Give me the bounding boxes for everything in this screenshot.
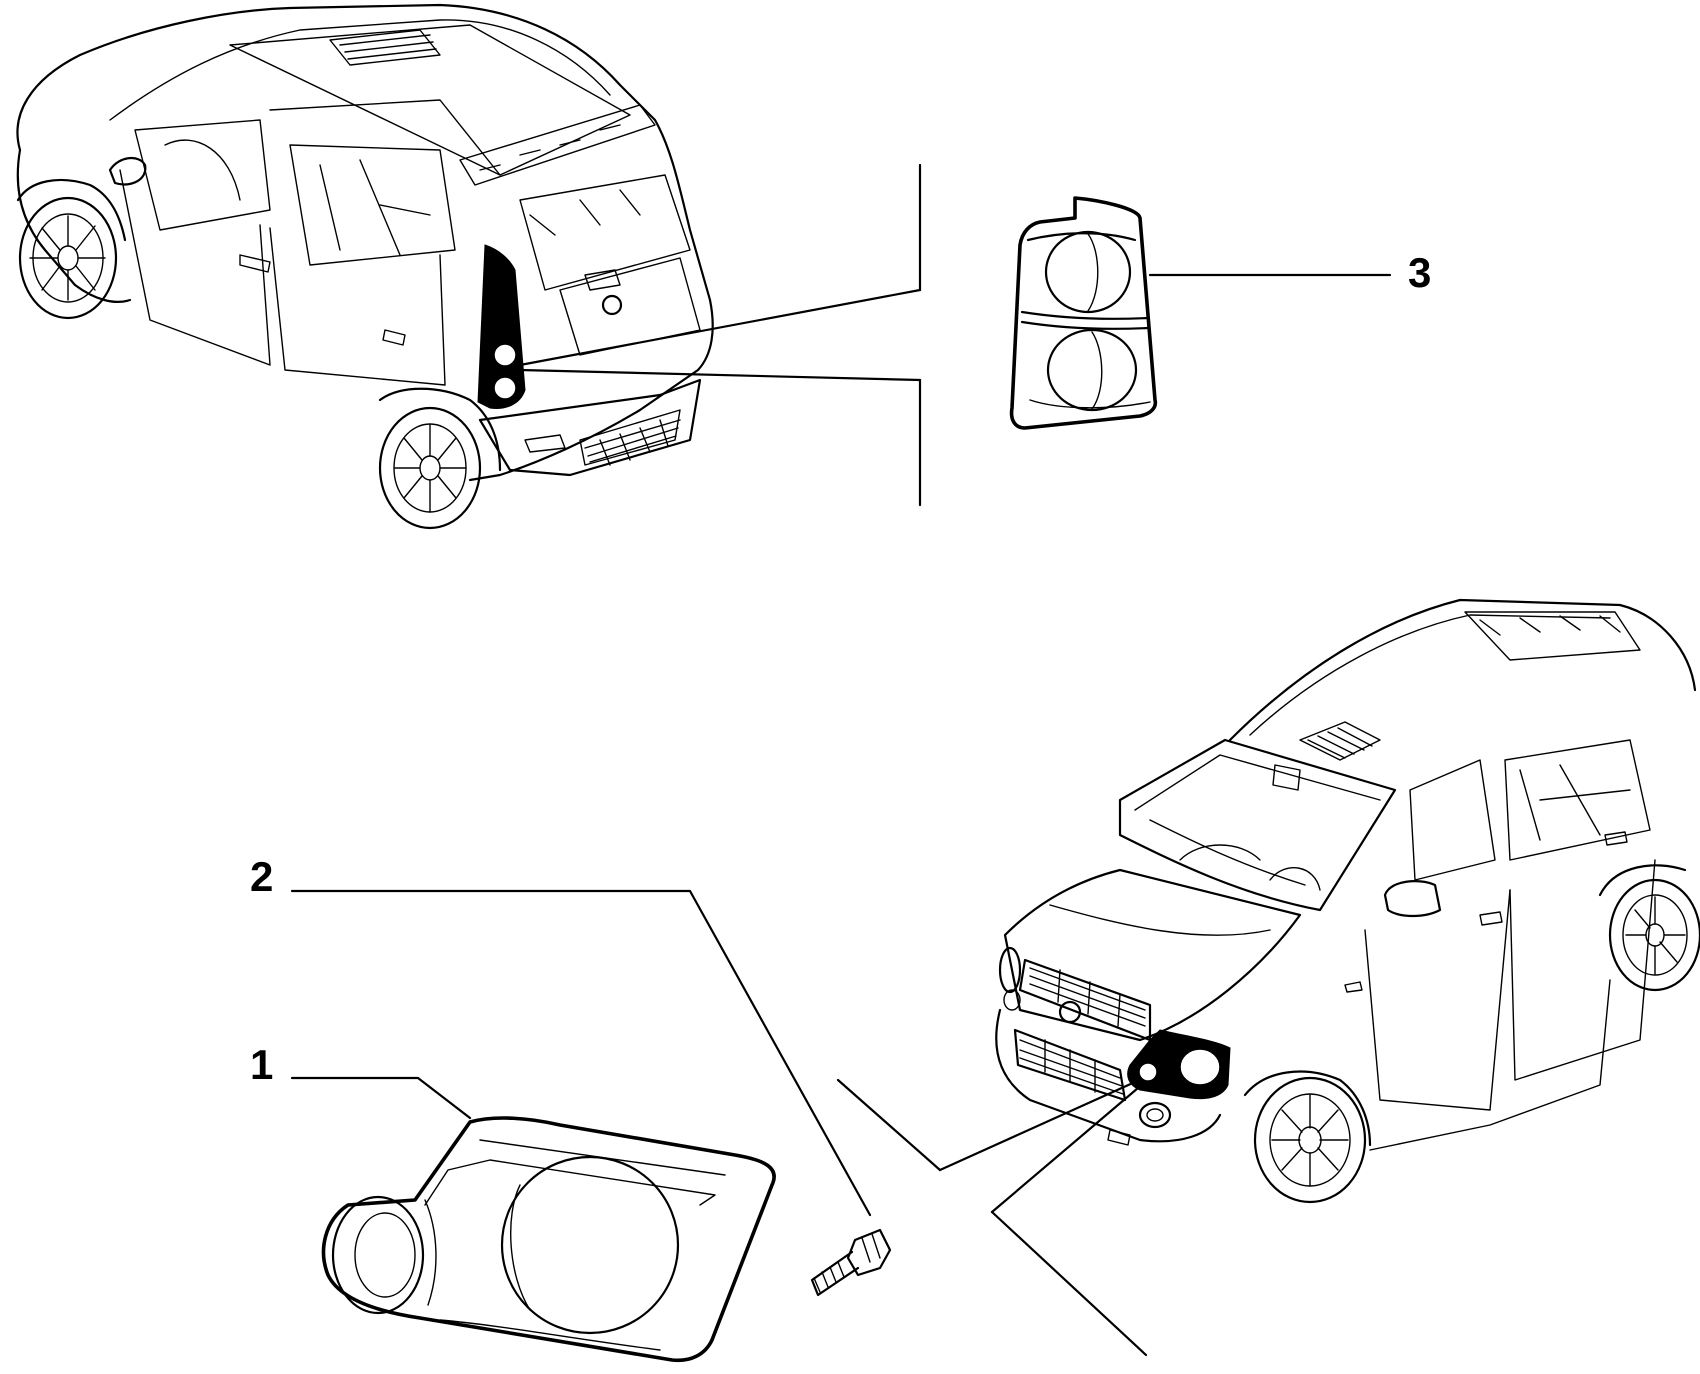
callout-3-label: 3 bbox=[1408, 249, 1431, 296]
car-rear-view-icon bbox=[16, 3, 714, 530]
callout-1-leader bbox=[290, 1076, 472, 1120]
hex-bolt-icon bbox=[810, 1228, 892, 1297]
rear-lamp-leaders bbox=[518, 163, 922, 507]
callout-2-leader bbox=[290, 889, 872, 1217]
headlight-bezel-icon bbox=[321, 1116, 776, 1363]
callout-1-label: 1 bbox=[250, 1041, 273, 1088]
headlight-leaders bbox=[836, 1078, 1148, 1357]
tail-lamp-icon bbox=[1009, 196, 1158, 430]
car-front-view-icon bbox=[995, 598, 1700, 1204]
callout-2-label: 2 bbox=[250, 853, 273, 900]
